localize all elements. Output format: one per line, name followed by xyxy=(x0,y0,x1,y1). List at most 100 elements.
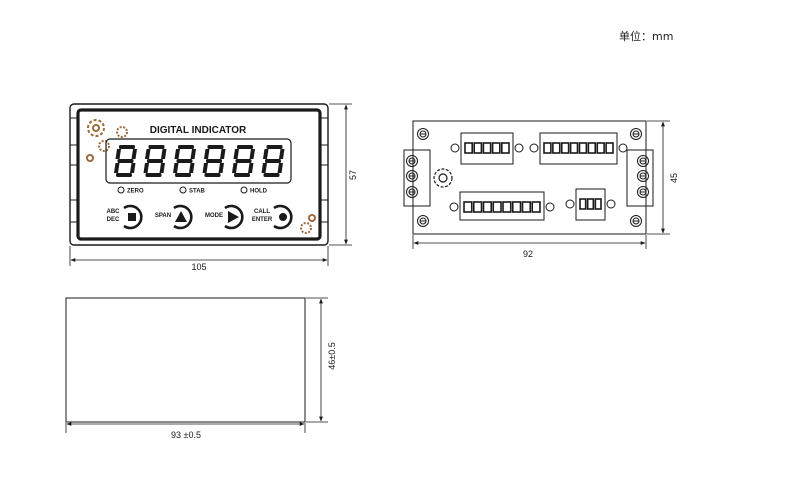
adjust-knob-icon xyxy=(433,168,453,188)
front-height-label: 57 xyxy=(348,170,358,180)
segment-v xyxy=(248,163,254,173)
segment-h xyxy=(235,159,252,163)
terminal-pin xyxy=(511,201,522,213)
segment-v xyxy=(261,163,267,173)
segment-h xyxy=(207,145,224,149)
button-label-top: SPAN xyxy=(155,213,171,219)
terminal-pin xyxy=(594,198,602,210)
digit-6 xyxy=(261,145,285,177)
indicator-zero-label: ZERO xyxy=(127,189,144,195)
segment-h xyxy=(147,159,163,163)
flange-screw-icon xyxy=(529,143,539,153)
rear-screws xyxy=(406,128,649,227)
segment-v xyxy=(174,149,180,159)
button-abc-dec[interactable]: ABC DEC xyxy=(107,204,143,230)
rear-panel xyxy=(412,120,647,235)
rear-height-label: 45 xyxy=(669,173,679,183)
front-bezel-outer xyxy=(69,103,329,246)
status-indicators: ZERO STAB HOLD xyxy=(117,186,268,195)
terminal-pin xyxy=(502,201,512,213)
button-ring xyxy=(123,204,143,230)
button-mode[interactable]: MODE xyxy=(205,204,244,230)
terminal-pin xyxy=(586,198,595,210)
terminal-pin xyxy=(473,142,483,154)
terminal-blocks xyxy=(449,132,628,221)
segment-v xyxy=(263,149,269,159)
segment-v xyxy=(218,163,224,173)
segment-h xyxy=(206,159,222,163)
flange-screw-icon xyxy=(565,199,575,209)
segment-h xyxy=(175,173,191,177)
terminal-pin xyxy=(463,201,473,213)
cutout-height-dimension xyxy=(306,297,328,423)
segment-v xyxy=(114,163,120,173)
screw-icon xyxy=(637,155,649,167)
rear-width-label: 92 xyxy=(523,249,533,259)
terminal-block-bottom-left xyxy=(449,191,555,221)
screw-icon xyxy=(417,128,429,140)
enter-dot-icon xyxy=(279,213,287,221)
indicator-led-zero xyxy=(117,186,125,194)
flange-screw-icon xyxy=(545,202,555,212)
button-ring xyxy=(273,204,293,230)
front-width-dimension xyxy=(69,246,329,266)
segment-v xyxy=(233,149,239,159)
segment-v xyxy=(130,163,136,173)
brand-text: DIGITAL INDICATOR xyxy=(150,125,247,136)
segment-v xyxy=(202,163,208,173)
segment-v xyxy=(161,149,167,159)
segment-h xyxy=(117,159,134,163)
button-label-bottom: ENTER xyxy=(252,217,273,223)
button-span[interactable]: SPAN xyxy=(155,204,193,230)
segment-v xyxy=(173,163,179,173)
segment-v xyxy=(232,163,238,173)
terminal-pin xyxy=(464,142,473,154)
segment-h xyxy=(204,173,221,177)
terminal-pin xyxy=(491,142,501,154)
button-label-top: ABC xyxy=(107,209,121,215)
cutout-height-label: 46±0.5 xyxy=(327,342,337,369)
terminal-pin xyxy=(472,201,483,213)
terminal-block-top-left xyxy=(450,132,524,165)
terminal-pin xyxy=(552,142,561,154)
digit-4 xyxy=(202,145,226,177)
display-window xyxy=(105,138,292,184)
screw-icon xyxy=(637,170,649,182)
terminal-pin xyxy=(596,142,605,154)
flange-screw-icon xyxy=(449,202,459,212)
screw-icon xyxy=(406,186,418,198)
terminal-pin xyxy=(482,201,493,213)
segment-v xyxy=(145,149,151,159)
digit-2 xyxy=(143,145,167,177)
cutout-view: 93 ±0.5 46±0.5 xyxy=(65,297,337,440)
up-triangle-icon xyxy=(175,211,187,222)
digit-3 xyxy=(173,145,196,177)
stop-square-icon xyxy=(128,213,136,221)
segment-v xyxy=(220,149,226,159)
terminal-pin xyxy=(521,201,532,213)
rear-view: 92 45 xyxy=(403,120,679,259)
screw-icon xyxy=(417,215,429,227)
flange-screw-icon xyxy=(618,143,628,153)
screw-icon xyxy=(406,170,418,182)
segment-h xyxy=(116,173,132,177)
button-ring xyxy=(173,204,193,230)
unit-label: 单位：mm xyxy=(619,30,674,43)
digit-1 xyxy=(114,145,137,177)
segment-h xyxy=(119,145,135,149)
cutout-width-label: 93 ±0.5 xyxy=(171,430,201,440)
button-call-enter[interactable]: CALL ENTER xyxy=(252,204,293,230)
screw-icon xyxy=(630,215,642,227)
terminal-block-bottom-right xyxy=(565,188,616,221)
indicator-stab-label: STAB xyxy=(189,189,206,195)
front-height-dimension xyxy=(329,103,352,246)
flange-screw-icon xyxy=(606,199,616,209)
terminal-pin xyxy=(569,142,579,154)
terminal-block-top-right xyxy=(529,132,628,165)
screw-icon xyxy=(630,128,642,140)
left-bracket xyxy=(403,149,431,207)
terminal-pin xyxy=(578,142,588,154)
front-width-label: 105 xyxy=(191,262,206,272)
front-bezel-inner xyxy=(76,108,322,241)
